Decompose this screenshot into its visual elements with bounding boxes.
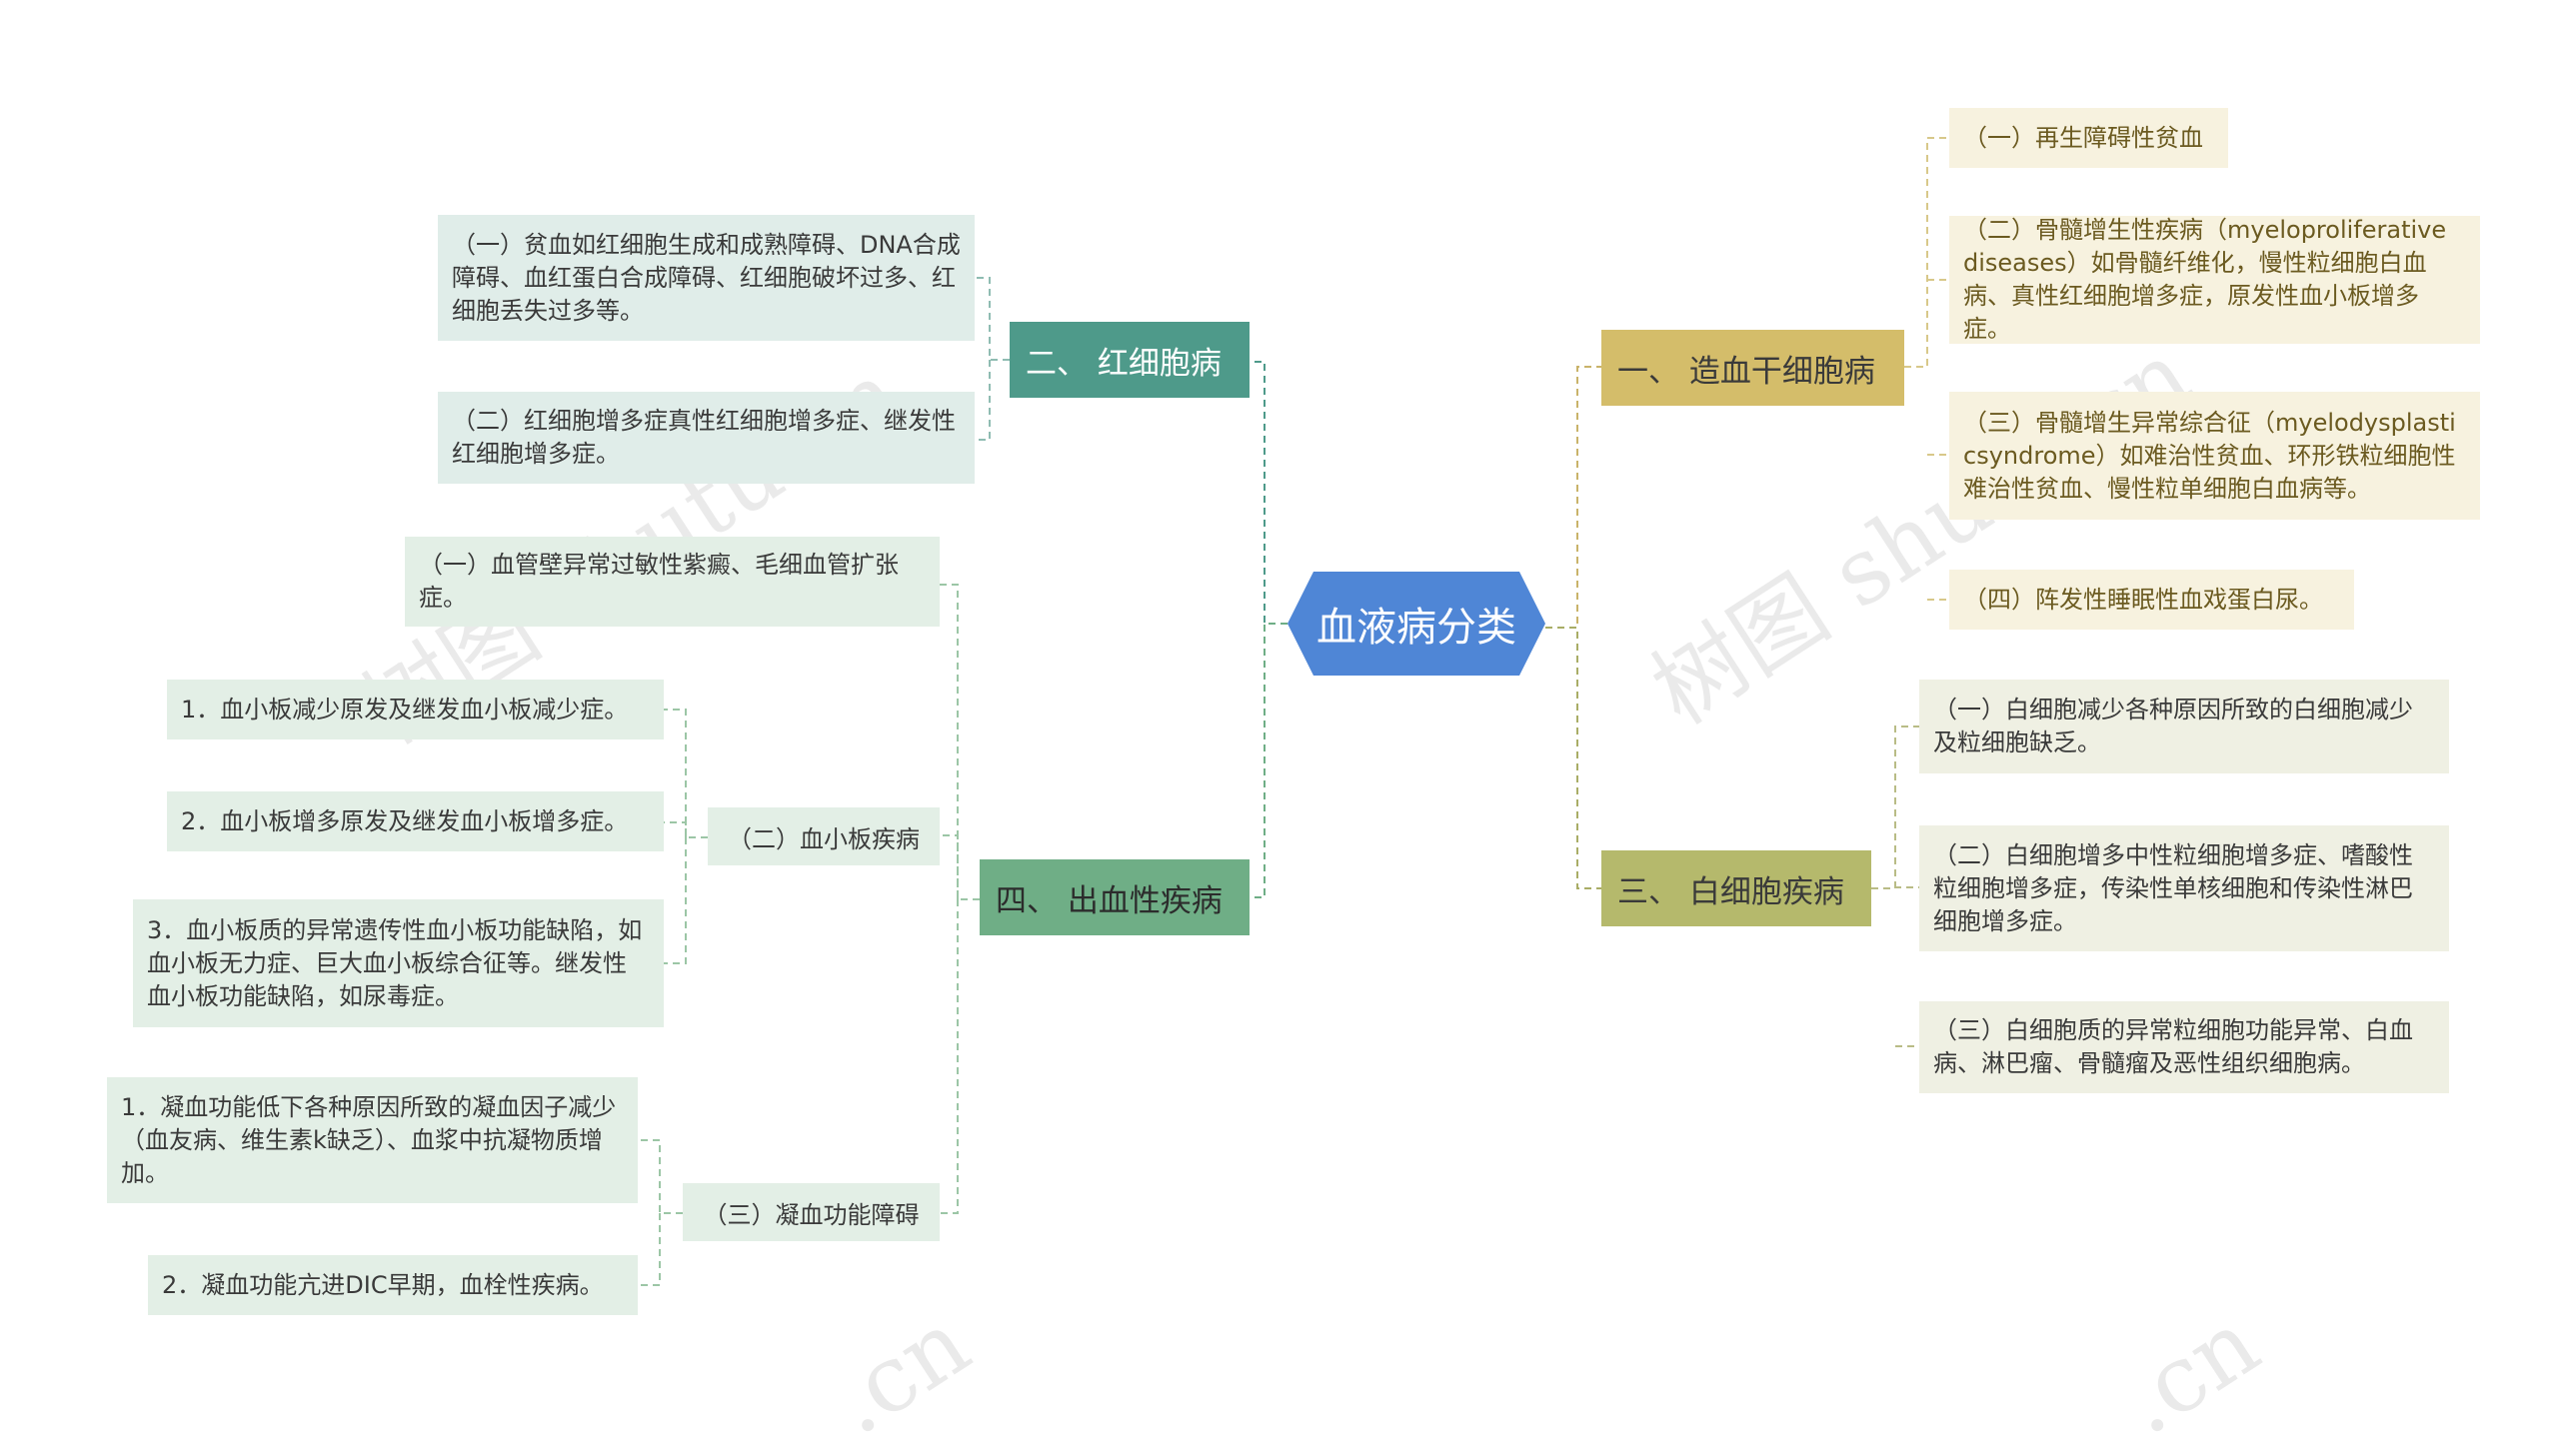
branch-red-cell-disease[interactable]: 二、 红细胞病 [1010,322,1250,398]
root-hexagon [1287,572,1545,676]
leaf-text: （二）白细胞增多中性粒细胞增多症、嗜酸性粒细胞增多症，传染性单核细胞和传染性淋巴… [1933,840,2413,935]
branch-label: 四、 出血性疾病 [996,882,1223,919]
leaf-hypocoagulation[interactable]: 1．凝血功能低下各种原因所致的凝血因子减少（血友病、维生素k缺乏）、血浆中抗凝物… [107,1077,638,1203]
leaf-text: （四）阵发性睡眠性血戏蛋白尿。 [1963,585,2323,614]
branch-stem-cell-disease[interactable]: 一、 造血干细胞病 [1601,330,1904,406]
leaf-text: 2．血小板增多原发及继发血小板增多症。 [181,806,629,835]
leaf-text: （一）血管壁异常过敏性紫癜、毛细血管扩张症。 [419,551,899,612]
branch-label: 三、 白细胞疾病 [1617,873,1844,910]
leaf-myelodysplastic[interactable]: （三）骨髓增生异常综合征（myelodysplasticsyndrome）如难治… [1949,392,2480,520]
leaf-myeloproliferative[interactable]: （二）骨髓增生性疾病（myeloproliferative diseases）如… [1949,216,2480,344]
branch-white-cell-disease[interactable]: 三、 白细胞疾病 [1601,850,1871,926]
leaf-polycythemia[interactable]: （二）红细胞增多症真性红细胞增多症、继发性红细胞增多症。 [438,392,975,484]
connector-bleed-children [940,584,980,1214]
connector-coag-leaves [638,1139,683,1286]
leaf-thrombocytosis[interactable]: 2．血小板增多原发及继发血小板增多症。 [167,791,664,851]
branch-bleeding-disorders[interactable]: 四、 出血性疾病 [980,859,1250,935]
connector-stem-leaves [1904,137,1949,601]
leaf-text: （一）白细胞减少各种原因所致的白细胞减少及粒细胞缺乏。 [1933,696,2413,756]
connector-root-stem [1545,366,1601,629]
branch-label: 一、 造血干细胞病 [1617,353,1875,390]
leaf-aplastic-anemia[interactable]: （一）再生障碍性贫血 [1949,108,2228,168]
leaf-hypercoagulation[interactable]: 2．凝血功能亢进DIC早期，血栓性疾病。 [148,1255,638,1315]
node-platelet-disease[interactable]: （二）血小板疾病 [708,807,940,865]
connector-platelet-leaves [664,709,708,964]
leaf-vascular-abnormality[interactable]: （一）血管壁异常过敏性紫癜、毛细血管扩张症。 [405,537,940,627]
node-label: （二）血小板疾病 [728,824,920,853]
root-label: 血液病分类 [1316,605,1516,651]
leaf-text: 1．血小板减少原发及继发血小板减少症。 [181,695,629,724]
leaf-anemia[interactable]: （一）贫血如红细胞生成和成熟障碍、DNA合成障碍、血红蛋白合成障碍、红细胞破坏过… [438,215,975,341]
connector-root-red [1250,361,1287,625]
connector-root-bleed [1250,623,1287,898]
root-node[interactable]: 血液病分类 [1287,572,1545,676]
leaf-text: （一）贫血如红细胞生成和成熟障碍、DNA合成障碍、血红蛋白合成障碍、红细胞破坏过… [452,230,961,325]
leaf-leukopenia[interactable]: （一）白细胞减少各种原因所致的白细胞减少及粒细胞缺乏。 [1919,680,2449,773]
leaf-thrombocytopenia[interactable]: 1．血小板减少原发及继发血小板减少症。 [167,680,664,739]
connector-white-leaves [1871,726,1919,1047]
connector-root-white [1545,627,1601,889]
node-coagulation-disorder[interactable]: （三）凝血功能障碍 [683,1183,940,1241]
leaf-text: 3．血小板质的异常遗传性血小板功能缺陷，如血小板无力症、巨大血小板综合征等。继发… [147,915,643,1010]
leaf-text: （一）再生障碍性贫血 [1963,123,2203,152]
leaf-text: （三）白细胞质的异常粒细胞功能异常、白血病、淋巴瘤、骨髓瘤及恶性组织细胞病。 [1933,1016,2413,1077]
branch-label: 二、 红细胞病 [1026,345,1222,382]
leaf-text: 1．凝血功能低下各种原因所致的凝血因子减少（血友病、维生素k缺乏）、血浆中抗凝物… [121,1092,617,1187]
connector-lines [638,137,1949,1286]
connector-red-leaves [975,277,1010,441]
leaf-platelet-quality[interactable]: 3．血小板质的异常遗传性血小板功能缺陷，如血小板无力症、巨大血小板综合征等。继发… [133,899,664,1027]
leaf-text: 2．凝血功能亢进DIC早期，血栓性疾病。 [162,1270,604,1299]
leaf-text: （二）红细胞增多症真性红细胞增多症、继发性红细胞增多症。 [452,407,956,468]
leaf-leukocytosis[interactable]: （二）白细胞增多中性粒细胞增多症、嗜酸性粒细胞增多症，传染性单核细胞和传染性淋巴… [1919,825,2449,951]
leaf-text: （二）骨髓增生性疾病（myeloproliferative diseases）如… [1963,216,2447,343]
leaf-text: （三）骨髓增生异常综合征（myelodysplasticsyndrome）如难治… [1963,408,2456,503]
node-label: （三）凝血功能障碍 [703,1200,920,1229]
leaf-leukocyte-quality[interactable]: （三）白细胞质的异常粒细胞功能异常、白血病、淋巴瘤、骨髓瘤及恶性组织细胞病。 [1919,1001,2449,1093]
mind-map-canvas: 树图 shutu.cn 树图 shutu.cn .cn .cn 血液病分类 二、… [107,108,2480,1456]
leaf-pnh[interactable]: （四）阵发性睡眠性血戏蛋白尿。 [1949,570,2354,630]
